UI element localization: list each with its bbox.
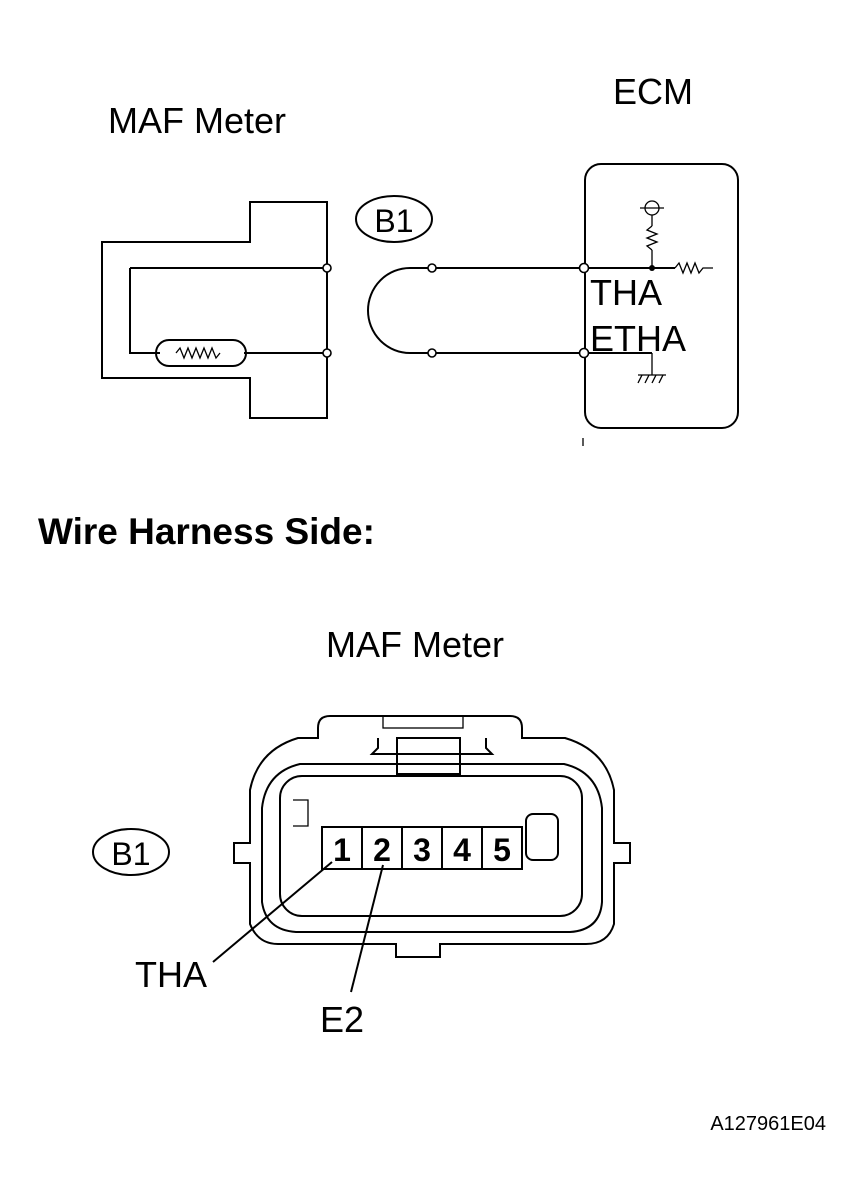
maf-terminal-e2 (322, 348, 332, 358)
connector-pin-e2 (427, 348, 437, 358)
maf-internal-wire (129, 268, 160, 354)
connector-outer-housing (233, 715, 631, 958)
pin-4: 4 (453, 832, 471, 868)
pin-1: 1 (333, 832, 351, 868)
maf-terminal-tha (322, 263, 332, 273)
ground-hatch-2 (644, 374, 650, 384)
callout-leader-pin1 (212, 861, 333, 963)
ecm-pullup-resistor-symbol (645, 225, 659, 251)
ecm-resistor-symbol (674, 261, 713, 275)
pin-2: 2 (373, 832, 391, 868)
callout-tha: THA (135, 954, 207, 995)
ground-hatch-3 (651, 374, 657, 384)
connector-latch (396, 737, 461, 775)
connector-b1-badge (355, 195, 433, 243)
connector-b1-label: B1 (374, 203, 413, 239)
maf-meter-title: MAF Meter (108, 100, 286, 141)
ecm-title: ECM (613, 71, 693, 112)
maf-meter-body (101, 201, 328, 419)
connector-side-lug (525, 813, 559, 861)
harness-connector-b1-badge (92, 828, 170, 876)
wire-harness-side-heading: Wire Harness Side: (38, 511, 375, 552)
ground-hatch-1 (637, 374, 643, 384)
intake-air-temp-thermistor (155, 339, 247, 367)
ground-hatch-4 (658, 374, 664, 384)
connector-key (293, 799, 309, 827)
figure-id: A127961E04 (710, 1113, 826, 1135)
connector-cavity (279, 775, 583, 917)
ecm-terminal-tha (578, 262, 590, 274)
pin-3: 3 (413, 832, 431, 868)
harness-maf-meter-title: MAF Meter (326, 624, 504, 665)
thermistor-resistor-symbol (175, 346, 221, 360)
ecm-tha-label: THA (590, 272, 662, 313)
ecm-terminal-etha (578, 347, 590, 359)
connector-inner-rim (261, 763, 603, 933)
connector-pin-tha (427, 263, 437, 273)
connector-latch-outline (369, 738, 495, 755)
connector-loop (367, 267, 432, 354)
pin-5: 5 (493, 832, 511, 868)
connector-latch-top (382, 715, 464, 729)
ecm-box (584, 163, 739, 429)
harness-connector-b1-label: B1 (111, 836, 150, 872)
callout-e2: E2 (320, 999, 364, 1040)
pin-block (321, 826, 523, 870)
callout-leader-pin2 (350, 864, 384, 993)
